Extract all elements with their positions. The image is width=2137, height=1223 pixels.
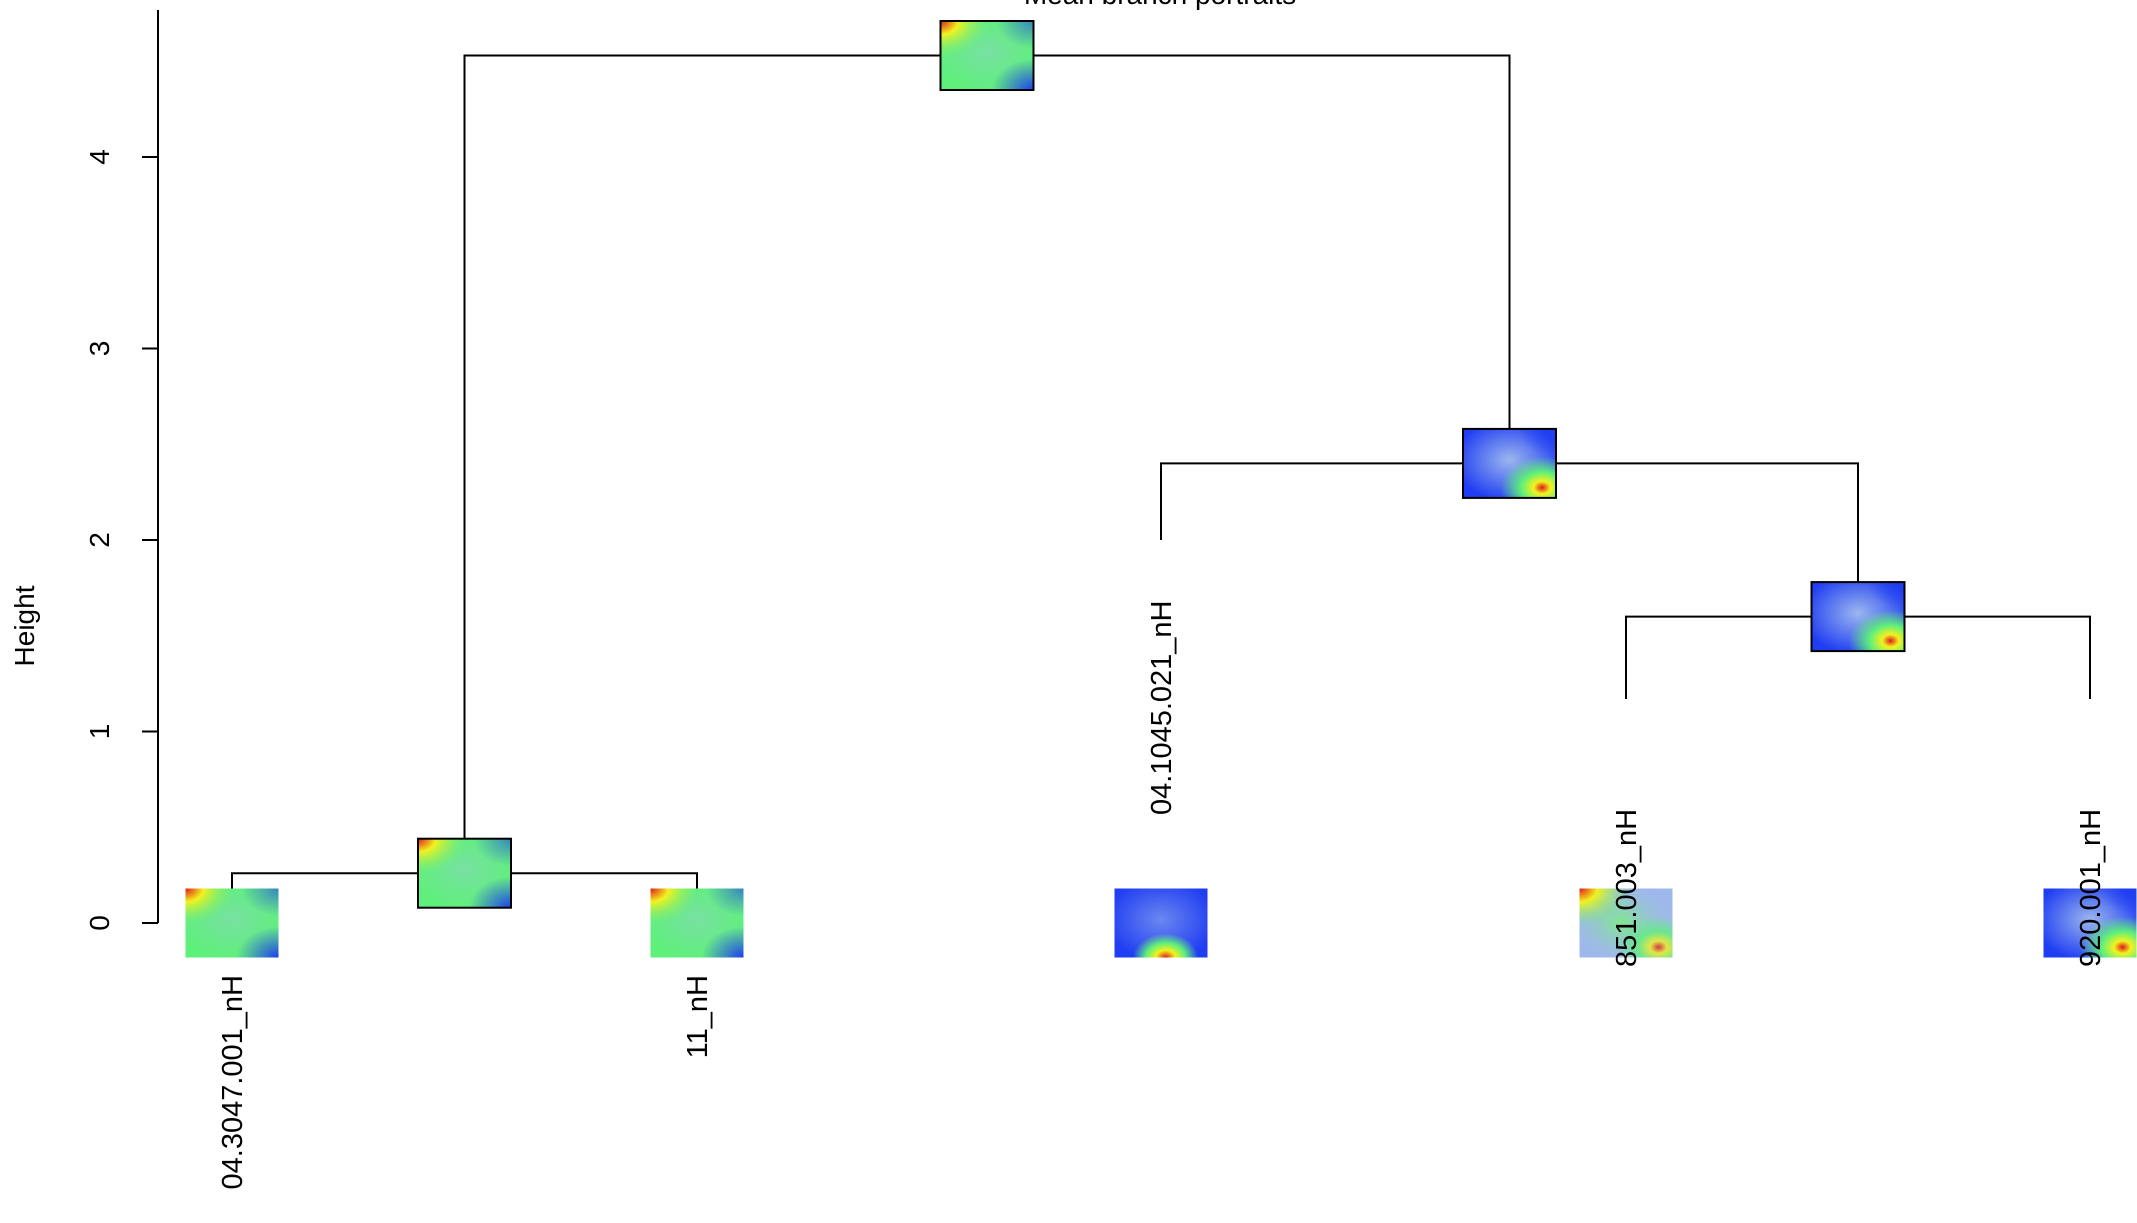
portrait-m4 [939, 20, 1035, 92]
y-tick-label-0: 0 [84, 915, 115, 931]
leaf-label-leaf-2: 11_nH [682, 975, 714, 1058]
y-axis: 0 1 2 3 4 [84, 10, 159, 931]
leaf-label-leaf-3: 04.1045.021_nH [1146, 601, 1178, 815]
portrait-m2 [1810, 581, 1906, 653]
leaf-label-leaf-4: 851.003_nH [1611, 809, 1643, 967]
y-tick-label-1: 1 [84, 724, 115, 740]
portrait-leaf-4 [1579, 888, 1673, 958]
leaf-labels: 04.3047.001_nH 11_nH 04.1045.021_nH 851.003… [217, 601, 2107, 1190]
leaf-label-leaf-1: 04.3047.001_nH [217, 975, 249, 1189]
portrait-leaf-3 [1114, 888, 1208, 958]
y-axis-label: Height [9, 585, 40, 666]
portrait-thumbnails [185, 20, 2137, 958]
y-tick-label-4: 4 [84, 149, 115, 165]
y-tick-label-2: 2 [84, 532, 115, 548]
portrait-leaf-5 [2043, 888, 2137, 958]
portrait-m1 [417, 837, 512, 909]
portrait-leaf-2 [650, 888, 744, 958]
y-tick-label-3: 3 [84, 341, 115, 357]
portrait-m3 [1462, 427, 1557, 499]
plot-title: Mean branch portraits [1024, 0, 1296, 10]
leaf-label-leaf-5: 920.001_nH [2075, 809, 2107, 967]
portrait-leaf-1 [185, 888, 279, 958]
